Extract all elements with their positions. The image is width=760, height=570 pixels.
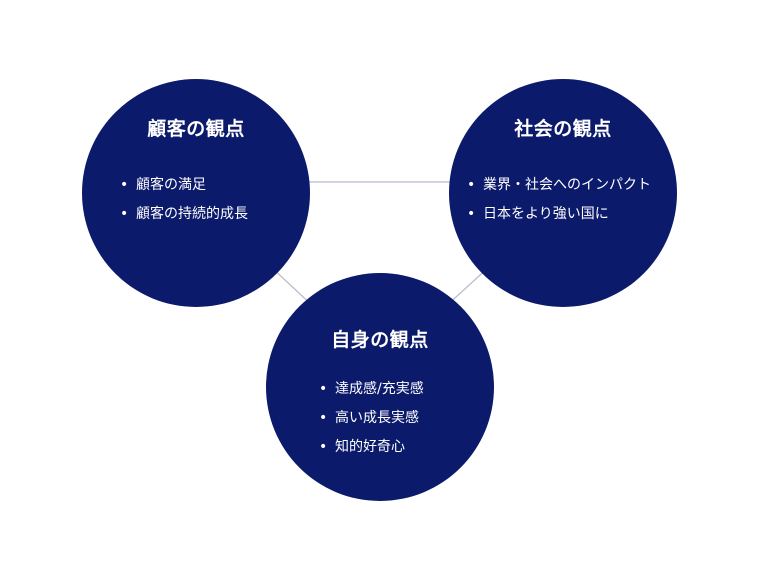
- list-item: •知的好奇心: [319, 433, 424, 462]
- list-item: •顧客の満足: [120, 171, 248, 200]
- bullet-icon: •: [319, 410, 328, 426]
- self-perspective-list: •達成感/充実感 •高い成長実感 •知的好奇心: [319, 375, 424, 462]
- bullet-icon: •: [319, 439, 328, 455]
- list-item: •業界・社会へのインパクト: [467, 171, 651, 200]
- list-item: •日本をより強い国に: [467, 200, 651, 229]
- customer-perspective-list: •顧客の満足 •顧客の持続的成長: [120, 171, 248, 229]
- society-perspective-list: •業界・社会へのインパクト •日本をより強い国に: [467, 171, 651, 229]
- bullet-icon: •: [319, 381, 328, 397]
- society-perspective-circle: 社会の観点 •業界・社会へのインパクト •日本をより強い国に: [449, 79, 677, 307]
- list-item: •達成感/充実感: [319, 375, 424, 404]
- list-item: •高い成長実感: [319, 404, 424, 433]
- society-perspective-title: 社会の観点: [514, 118, 612, 140]
- customer-perspective-circle: 顧客の観点 •顧客の満足 •顧客の持続的成長: [82, 79, 310, 307]
- bullet-icon: •: [120, 177, 129, 193]
- self-perspective-title: 自身の観点: [331, 329, 429, 351]
- bullet-icon: •: [467, 177, 476, 193]
- bullet-icon: •: [467, 206, 476, 222]
- self-perspective-circle: 自身の観点 •達成感/充実感 •高い成長実感 •知的好奇心: [266, 273, 494, 501]
- list-item: •顧客の持続的成長: [120, 200, 248, 229]
- bullet-icon: •: [120, 206, 129, 222]
- customer-perspective-title: 顧客の観点: [147, 118, 245, 140]
